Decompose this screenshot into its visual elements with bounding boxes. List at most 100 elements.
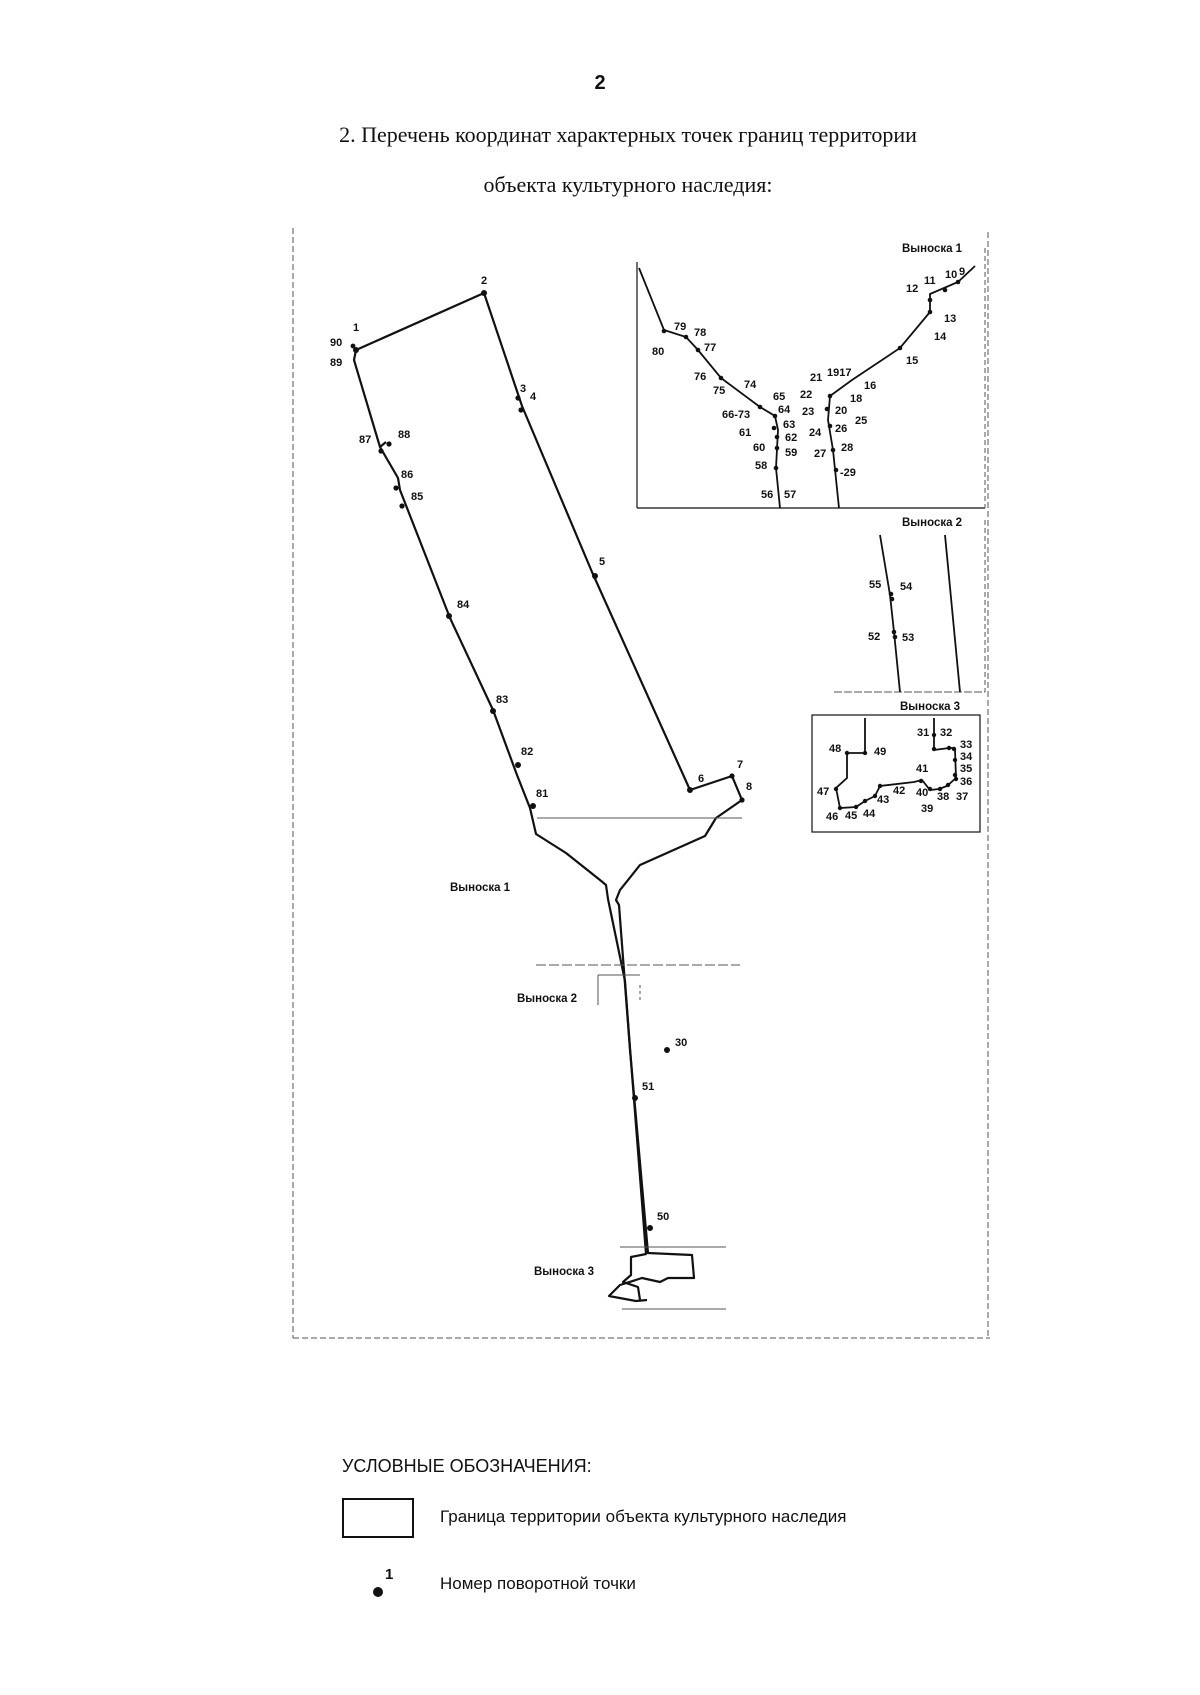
svg-text:78: 78 (694, 327, 706, 339)
svg-text:18: 18 (850, 393, 862, 405)
svg-text:83: 83 (496, 694, 508, 706)
svg-text:28: 28 (841, 442, 853, 454)
svg-text:41: 41 (916, 763, 928, 775)
callout-1-label: Выноска 1 (450, 882, 511, 894)
svg-text:24: 24 (809, 427, 822, 439)
svg-text:31: 31 (917, 727, 929, 739)
svg-text:1: 1 (353, 322, 359, 334)
legend-point-sample-number: 1 (385, 1566, 394, 1583)
svg-text:2: 2 (481, 275, 487, 287)
svg-text:52: 52 (868, 631, 880, 643)
callout-3-label: Выноска 3 (534, 1266, 594, 1278)
svg-text:65: 65 (773, 391, 785, 403)
svg-text:8: 8 (746, 781, 752, 793)
svg-text:80: 80 (652, 346, 664, 358)
svg-text:36: 36 (960, 776, 972, 788)
svg-text:38: 38 (937, 791, 949, 803)
svg-text:88: 88 (398, 429, 410, 441)
svg-text:90: 90 (330, 337, 342, 349)
svg-text:3: 3 (520, 383, 526, 395)
heading-line-1: 2. Перечень координат характерных точек … (339, 122, 917, 147)
svg-text:25: 25 (855, 415, 867, 427)
svg-text:76: 76 (694, 371, 706, 383)
svg-text:4: 4 (530, 391, 537, 403)
svg-text:49: 49 (874, 746, 886, 758)
svg-text:45: 45 (845, 810, 857, 822)
svg-text:51: 51 (642, 1081, 654, 1093)
inset-1: Выноска 1 79 78 80 77 76 75 74 65 66-73 64 63… (636, 243, 986, 509)
svg-text:13: 13 (944, 313, 956, 325)
boundary-outline (352, 291, 744, 1303)
svg-text:61: 61 (739, 427, 751, 439)
inset-3-title: Выноска 3 (900, 701, 960, 713)
legend-boundary-label: Граница территории объекта культурного н… (440, 1507, 847, 1526)
svg-text:1917: 1917 (827, 367, 851, 379)
plan-frame (292, 228, 990, 1339)
svg-text:21: 21 (810, 372, 822, 384)
svg-text:64: 64 (778, 404, 791, 416)
svg-text:89: 89 (330, 357, 342, 369)
svg-text:-29: -29 (840, 467, 856, 479)
svg-text:57: 57 (784, 489, 796, 501)
heading-line-2: объекта культурного наследия: (483, 172, 773, 197)
svg-text:55: 55 (869, 579, 881, 591)
svg-text:81: 81 (536, 788, 548, 800)
svg-text:54: 54 (900, 581, 913, 593)
svg-text:56: 56 (761, 489, 773, 501)
svg-text:34: 34 (960, 751, 973, 763)
svg-text:46: 46 (826, 811, 838, 823)
svg-text:12: 12 (906, 283, 918, 295)
legend-title: УСЛОВНЫЕ ОБОЗНАЧЕНИЯ: (342, 1456, 592, 1476)
svg-text:66-73: 66-73 (722, 409, 750, 421)
svg-text:48: 48 (829, 743, 841, 755)
svg-text:33: 33 (960, 739, 972, 751)
svg-text:60: 60 (753, 442, 765, 454)
svg-text:32: 32 (940, 727, 952, 739)
callout-reference-lines (536, 817, 742, 1310)
svg-text:16: 16 (864, 380, 876, 392)
svg-text:85: 85 (411, 491, 423, 503)
inset-2: Выноска 2 55 54 52 53 (834, 517, 986, 693)
svg-text:5: 5 (599, 556, 605, 568)
svg-text:50: 50 (657, 1211, 669, 1223)
svg-text:6: 6 (698, 773, 704, 785)
svg-text:44: 44 (863, 808, 876, 820)
svg-text:27: 27 (814, 448, 826, 460)
page-number: 2 (594, 72, 606, 94)
svg-text:14: 14 (934, 331, 947, 343)
svg-text:79: 79 (674, 321, 686, 333)
svg-text:35: 35 (960, 763, 972, 775)
svg-text:84: 84 (457, 599, 470, 611)
svg-text:11: 11 (924, 275, 936, 287)
callout-2-label: Выноска 2 (517, 993, 577, 1005)
svg-text:87: 87 (359, 434, 371, 446)
svg-text:74: 74 (744, 379, 757, 391)
svg-text:37: 37 (956, 791, 968, 803)
svg-text:20: 20 (835, 405, 847, 417)
svg-text:10: 10 (945, 269, 957, 281)
inset-2-title: Выноска 2 (902, 517, 962, 529)
svg-text:58: 58 (755, 460, 767, 472)
inset-1-title: Выноска 1 (902, 243, 963, 255)
svg-text:77: 77 (704, 342, 716, 354)
svg-text:30: 30 (675, 1037, 687, 1049)
svg-text:9: 9 (959, 266, 965, 278)
svg-text:23: 23 (802, 406, 814, 418)
svg-text:26: 26 (835, 423, 847, 435)
svg-text:59: 59 (785, 447, 797, 459)
svg-text:86: 86 (401, 469, 413, 481)
svg-text:7: 7 (737, 759, 743, 771)
svg-text:47: 47 (817, 786, 829, 798)
legend-point-symbol (373, 1587, 383, 1597)
svg-text:39: 39 (921, 803, 933, 815)
svg-text:43: 43 (877, 794, 889, 806)
svg-text:42: 42 (893, 785, 905, 797)
svg-text:75: 75 (713, 385, 725, 397)
svg-text:63: 63 (783, 419, 795, 431)
boundary-point-labels: 1 90 89 2 3 4 5 6 7 8 87 88 86 85 84 83 … (330, 275, 752, 1223)
legend-boundary-symbol (342, 1498, 414, 1538)
legend-point-label: Номер поворотной точки (440, 1574, 636, 1593)
svg-text:53: 53 (902, 632, 914, 644)
